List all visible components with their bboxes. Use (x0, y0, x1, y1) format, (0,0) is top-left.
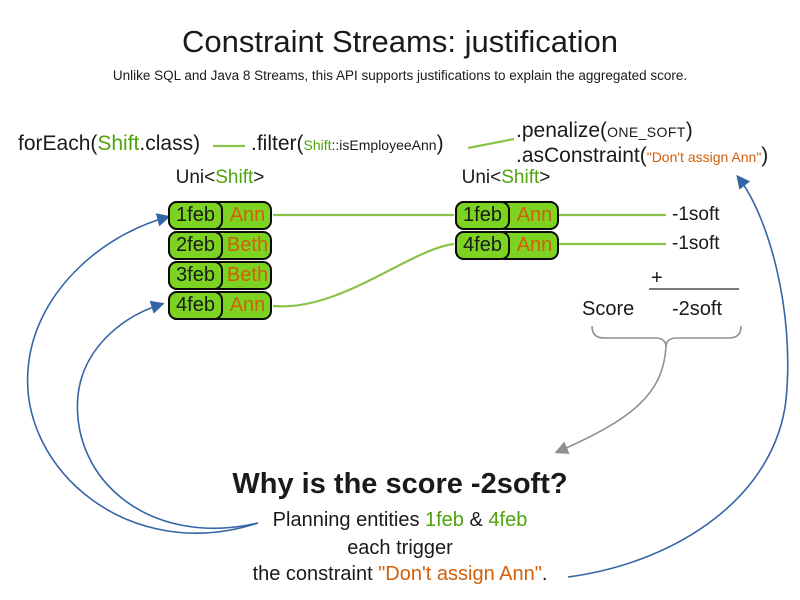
code-filter-pre: .filter( (251, 132, 304, 155)
employee-cell: Ann (516, 234, 553, 256)
left-shift-table: 1feb Ann 2feb Beth 3feb Beth 4feb Ann (168, 201, 272, 321)
explanation-line1-pre: Planning entities (272, 509, 425, 531)
date-cell: 3feb (168, 261, 223, 290)
code-asconstraint: .asConstraint("Don't assign Ann") (516, 144, 768, 168)
match-score-1: -1soft (672, 204, 720, 225)
code-connector-line-2 (467, 137, 515, 150)
left-uni-class: Shift (215, 167, 254, 188)
code-penalize-post: ) (685, 119, 693, 142)
plus-sign: + (651, 267, 663, 289)
date-cell: 1feb (455, 201, 510, 230)
code-foreach-pre: forEach( (18, 132, 98, 155)
code-foreach: forEach(Shift.class) (18, 132, 200, 156)
right-shift-table: 1feb Ann 4feb Ann (455, 201, 559, 261)
code-asconstraint-pre: .asConstraint( (516, 144, 647, 167)
code-filter-class: Shift (303, 137, 332, 153)
score-to-why-arrow (554, 346, 667, 454)
explanation-line-3: the constraint "Don't assign Ann". (0, 563, 800, 586)
code-filter-post: ) (436, 132, 444, 155)
code-filter-method: ::isEmployeeAnn (331, 137, 437, 153)
left-uni-pre: Uni< (175, 167, 216, 188)
explanation-line-1: Planning entities 1feb & 4feb (0, 509, 800, 532)
explanation-line-2: each trigger (347, 537, 453, 559)
page-subtitle: Unlike SQL and Java 8 Streams, this API … (112, 68, 688, 83)
employee-cell: Ann (516, 204, 553, 226)
table-row: 4feb Ann (168, 291, 272, 320)
employee-cell: Ann (229, 294, 266, 316)
employee-cell: Ann (229, 204, 266, 226)
page-title: Constraint Streams: justification (182, 24, 618, 59)
right-stream-type-label: Uni<Shift> (431, 167, 581, 189)
employee-cell: Beth (226, 234, 269, 256)
code-filter: .filter(Shift::isEmployeeAnn) (251, 132, 444, 156)
date-cell: 1feb (168, 201, 223, 230)
code-penalize-pre: .penalize( (516, 119, 608, 142)
match-score-2: -1soft (672, 233, 720, 254)
table-row: 3feb Beth (168, 261, 272, 290)
employee-cell: Beth (226, 264, 269, 286)
code-penalize-arg: ONE_SOFT (607, 124, 686, 140)
score-total: -2soft (672, 298, 723, 320)
explanation-ampersand: & (463, 509, 489, 531)
right-uni-pre: Uni< (461, 167, 502, 188)
date-cell: 4feb (455, 231, 510, 260)
explanation-entity-4feb: 4feb (488, 509, 528, 531)
code-foreach-class: Shift (97, 132, 140, 155)
date-cell: 4feb (168, 291, 223, 320)
table-row: 2feb Beth (168, 231, 272, 260)
why-heading: Why is the score -2soft? (232, 468, 568, 500)
code-asconstraint-post: ) (761, 144, 769, 167)
code-asconstraint-arg: "Don't assign Ann" (646, 149, 762, 165)
explanation-line3-pre: the constraint (252, 563, 379, 585)
left-uni-post: > (253, 167, 265, 188)
match-line-4feb-left (272, 242, 455, 308)
date-cell: 2feb (168, 231, 223, 260)
code-penalize: .penalize(ONE_SOFT) (516, 119, 693, 143)
code-foreach-post: .class) (139, 132, 201, 155)
score-bracket (591, 325, 742, 348)
table-row: 1feb Ann (168, 201, 272, 230)
explanation-line3-post: . (541, 563, 548, 585)
right-uni-post: > (539, 167, 551, 188)
score-label: Score (582, 298, 635, 320)
table-row: 4feb Ann (455, 231, 559, 260)
explanation-entity-1feb: 1feb (425, 509, 464, 531)
table-row: 1feb Ann (455, 201, 559, 230)
right-uni-class: Shift (501, 167, 540, 188)
explanation-constraint-name: "Don't assign Ann" (378, 563, 542, 585)
left-stream-type-label: Uni<Shift> (145, 167, 295, 189)
